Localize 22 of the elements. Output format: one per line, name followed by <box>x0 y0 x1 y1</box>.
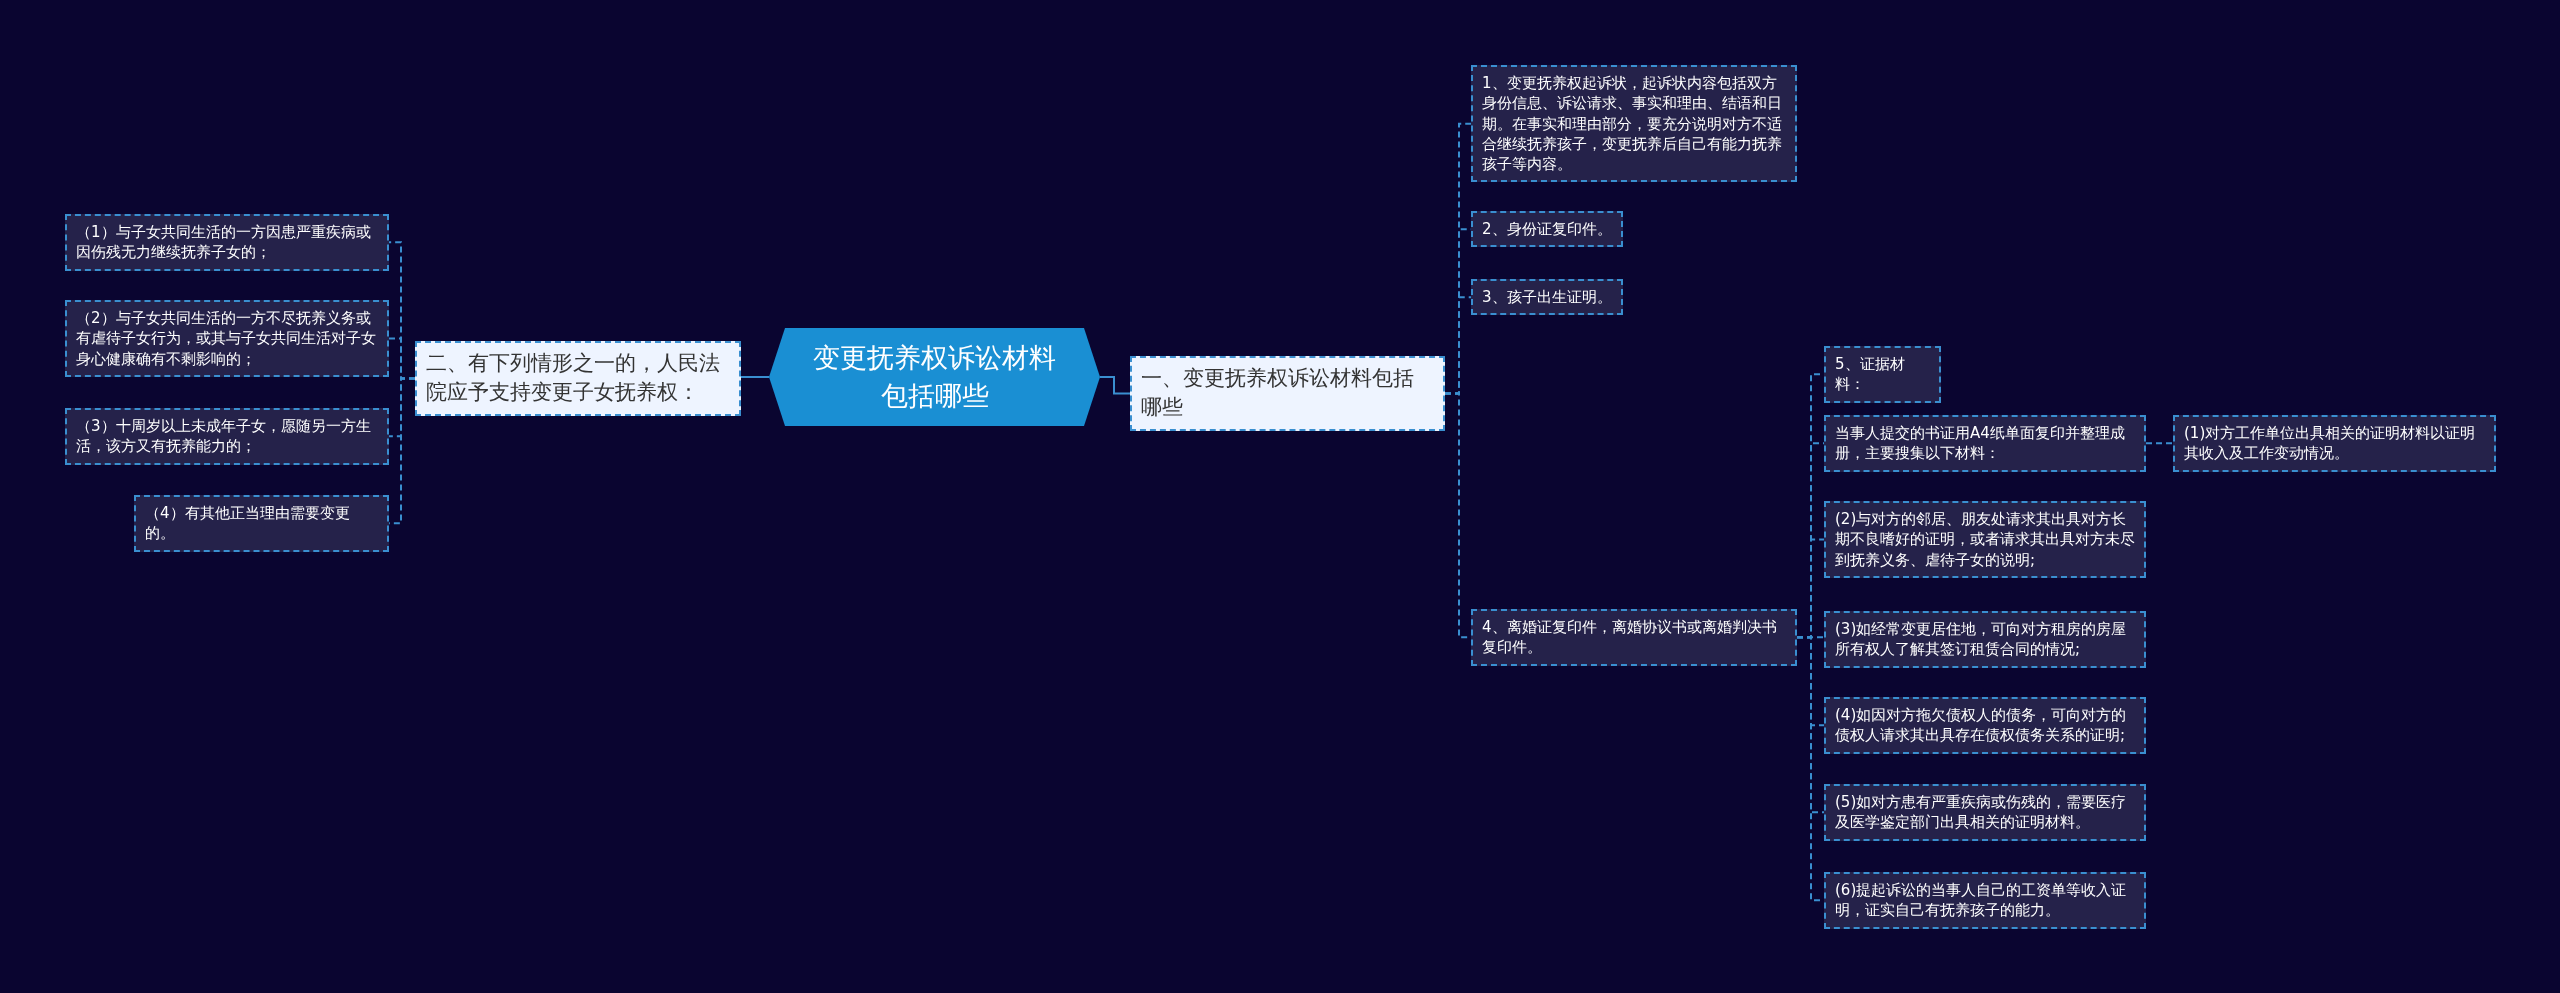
branch-topic-box: 二、有下列情形之一的，人民法院应予支持变更子女抚养权： <box>415 341 741 416</box>
topic-box: (1)对方工作单位出具相关的证明材料以证明其收入及工作变动情况。 <box>2173 415 2496 472</box>
central-topic: 变更抚养权诉讼材料包括哪些 <box>769 328 1100 426</box>
topic-box: （1）与子女共同生活的一方因患严重疾病或因伤残无力继续抚养子女的； <box>65 214 389 271</box>
topic-box: 5、证据材料： <box>1824 346 1941 403</box>
branch-topic-box: 一、变更抚养权诉讼材料包括哪些 <box>1130 356 1445 431</box>
topic-box: 3、孩子出生证明。 <box>1471 279 1623 316</box>
topic-box: (3)如经常变更居住地，可向对方租房的房屋所有权人了解其签订租赁合同的情况; <box>1824 611 2146 668</box>
connector <box>1099 376 1131 395</box>
topic-box: 4、离婚证复印件，离婚协议书或离婚判决书复印件。 <box>1471 609 1797 666</box>
connector <box>740 376 770 378</box>
topic-box: （2）与子女共同生活的一方不尽抚养义务或有虐待子女行为，或其与子女共同生活对子女身心健康确有不剩影响的； <box>65 300 389 377</box>
topic-box: (6)提起诉讼的当事人自己的工资单等收入证明，证实自己有抚养孩子的能力。 <box>1824 872 2146 929</box>
topic-box: 2、身份证复印件。 <box>1471 211 1623 248</box>
topic-box: (4)如因对方拖欠债权人的债务，可向对方的债权人请求其出具存在债权债务关系的证明; <box>1824 697 2146 754</box>
topic-box: （3）十周岁以上未成年子女，愿随另一方生活，该方又有抚养能力的； <box>65 408 389 465</box>
topic-box: (5)如对方患有严重疾病或伤残的，需要医疗及医学鉴定部门出具相关的证明材料。 <box>1824 784 2146 841</box>
topic-box: 1、变更抚养权起诉状，起诉状内容包括双方身份信息、诉讼请求、事实和理由、结语和日期。在事实和理由部分，要充分说明对方不适合继续抚养孩子，变更抚养后自己有能力抚养孩子等内容。 <box>1471 65 1797 183</box>
connector <box>2145 442 2174 445</box>
topic-box: (2)与对方的邻居、朋友处请求其出具对方长期不良嗜好的证明，或者请求其出具对方未尽到抚养义务、虐待子女的说明; <box>1824 501 2146 578</box>
topic-box: 当事人提交的书证用A4纸单面复印并整理成册，主要搜集以下材料： <box>1824 415 2146 472</box>
topic-box: （4）有其他正当理由需要变更的。 <box>134 495 389 552</box>
